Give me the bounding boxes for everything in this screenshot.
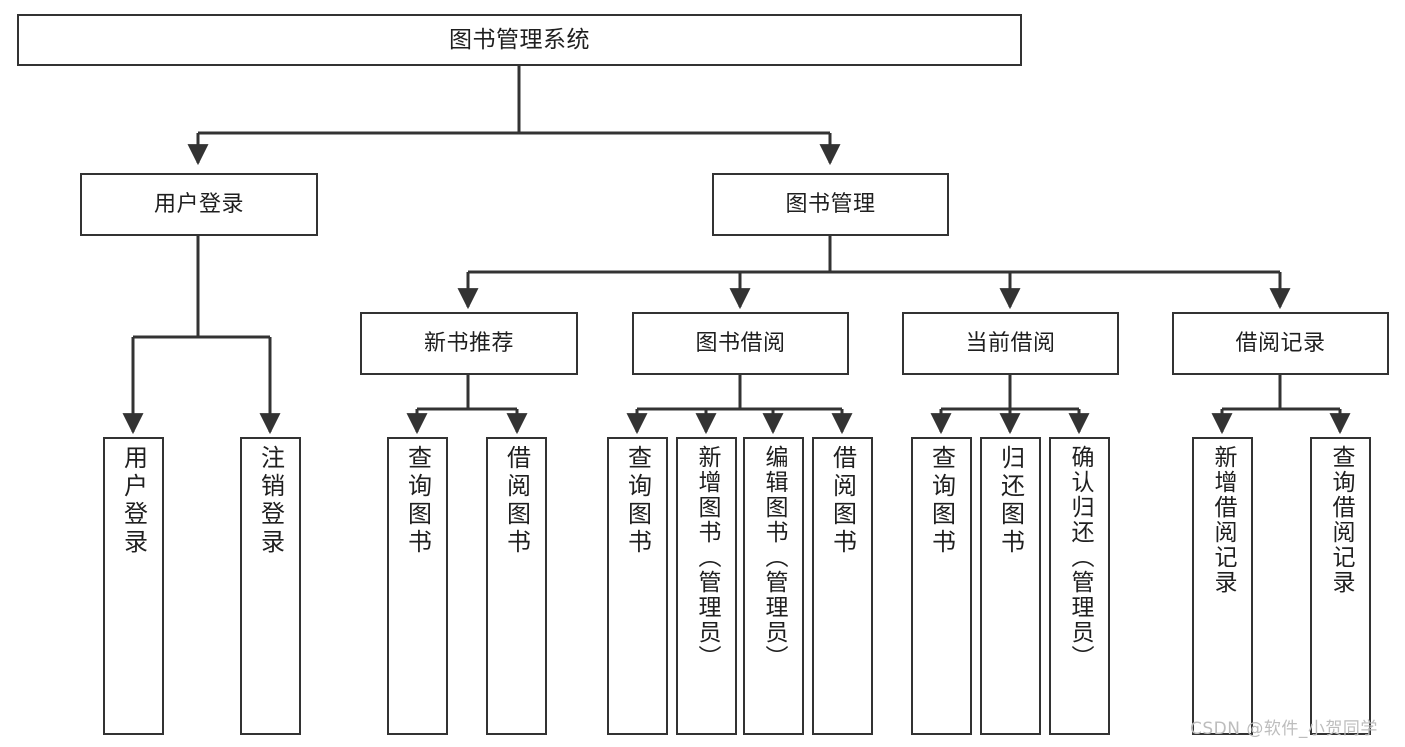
leaf-confirm-return-admin[interactable]: 确认归还（管理员）	[1049, 437, 1110, 735]
node-label: 图书管理系统	[449, 26, 590, 53]
leaf-label: 注销登录	[256, 445, 285, 557]
leaf-query-book-current[interactable]: 查询图书	[911, 437, 972, 735]
node-root-system[interactable]: 图书管理系统	[17, 14, 1022, 66]
leaf-label: 借阅图书	[828, 445, 857, 557]
leaf-query-book-borrow[interactable]: 查询图书	[607, 437, 668, 735]
node-label: 图书管理	[785, 191, 876, 217]
leaf-borrow-book[interactable]: 借阅图书	[812, 437, 873, 735]
node-label: 当前借阅	[965, 330, 1056, 356]
node-book-management[interactable]: 图书管理	[712, 173, 949, 236]
leaf-label: 查询图书	[927, 445, 956, 557]
node-label: 用户登录	[153, 191, 244, 217]
leaf-query-borrow-record[interactable]: 查询借阅记录	[1310, 437, 1371, 735]
leaf-user-login[interactable]: 用户登录	[103, 437, 164, 735]
node-book-borrow[interactable]: 图书借阅	[632, 312, 849, 375]
leaf-label: 查询图书	[403, 445, 432, 557]
leaf-label: 确认归还（管理员）	[1067, 445, 1093, 670]
leaf-label: 查询图书	[623, 445, 652, 557]
node-borrow-record[interactable]: 借阅记录	[1172, 312, 1389, 375]
leaf-label: 归还图书	[996, 445, 1025, 557]
node-new-book-recommend[interactable]: 新书推荐	[360, 312, 578, 375]
leaf-label: 借阅图书	[502, 445, 531, 557]
node-label: 图书借阅	[695, 330, 786, 356]
leaf-edit-book-admin[interactable]: 编辑图书（管理员）	[743, 437, 804, 735]
leaf-label: 编辑图书（管理员）	[761, 445, 787, 670]
leaf-query-book-recommend[interactable]: 查询图书	[387, 437, 448, 735]
node-label: 新书推荐	[423, 330, 514, 356]
leaf-user-logout[interactable]: 注销登录	[240, 437, 301, 735]
leaf-label: 新增图书（管理员）	[694, 445, 720, 670]
leaf-label: 用户登录	[119, 445, 148, 557]
leaf-label: 查询借阅记录	[1328, 445, 1354, 595]
leaf-label: 新增借阅记录	[1210, 445, 1236, 595]
csdn-watermark: CSDN @软件_小贺同学	[1190, 719, 1378, 739]
leaf-add-book-admin[interactable]: 新增图书（管理员）	[676, 437, 737, 735]
leaf-return-book[interactable]: 归还图书	[980, 437, 1041, 735]
node-label: 借阅记录	[1235, 330, 1326, 356]
leaf-borrow-book-recommend[interactable]: 借阅图书	[486, 437, 547, 735]
node-current-borrow[interactable]: 当前借阅	[902, 312, 1119, 375]
node-user-login[interactable]: 用户登录	[80, 173, 318, 236]
leaf-add-borrow-record[interactable]: 新增借阅记录	[1192, 437, 1253, 735]
